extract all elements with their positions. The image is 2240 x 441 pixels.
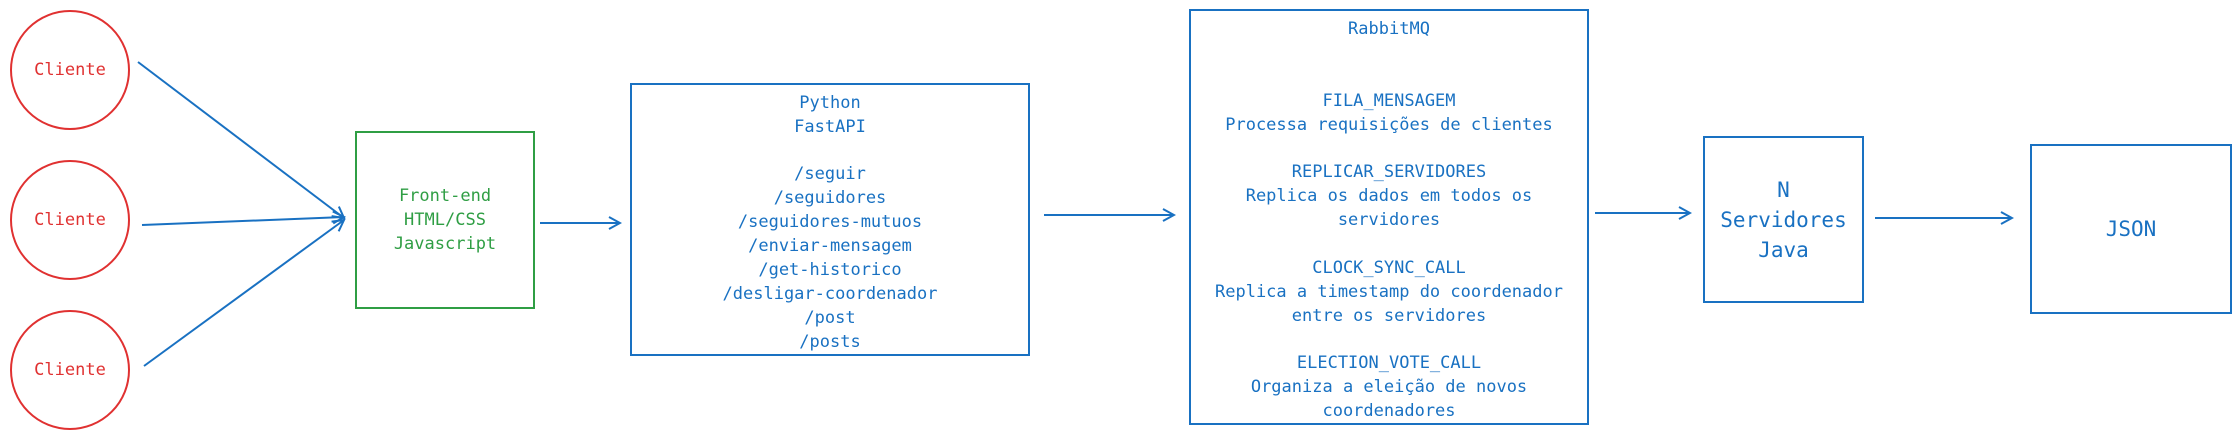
- arrow-client1-to-frontend: [137, 61, 344, 218]
- queue-desc: Replica os dados em todos os: [1245, 186, 1533, 207]
- queue-name: FILA_MENSAGEM: [1322, 90, 1456, 111]
- servers-line: N: [1777, 177, 1790, 202]
- queue-desc: coordenadores: [1322, 401, 1456, 421]
- client-node: Cliente: [10, 310, 130, 430]
- api-route: /seguidores: [773, 188, 887, 208]
- client-node: Cliente: [10, 160, 130, 280]
- client-label: Cliente: [34, 210, 106, 230]
- queue-desc: Organiza a eleição de novos: [1250, 377, 1528, 397]
- rabbitmq-title: RabbitMQ: [1348, 19, 1430, 39]
- frontend-line: HTML/CSS: [404, 210, 486, 230]
- servers-line: Java: [1758, 237, 1809, 262]
- api-route: /desligar-coordenador: [722, 284, 938, 304]
- queue-desc: entre os servidores: [1291, 305, 1487, 326]
- api-title: Python: [799, 93, 861, 113]
- frontend-line: Front-end: [398, 186, 492, 206]
- api-route: /enviar-mensagem: [748, 236, 912, 256]
- api-route: /seguir: [794, 164, 866, 184]
- queue-name: REPLICAR_SERVIDORES: [1291, 162, 1487, 183]
- servers-box: N Servidores Java: [1703, 136, 1864, 303]
- queue-name: ELECTION_VOTE_CALL: [1296, 353, 1482, 373]
- client-label: Cliente: [34, 60, 106, 80]
- json-label: JSON: [2105, 217, 2157, 241]
- api-subtitle: FastAPI: [794, 117, 866, 137]
- arrow-client2-to-frontend: [141, 217, 344, 226]
- queue-desc: Processa requisições de clientes: [1225, 114, 1553, 135]
- queue-name: CLOCK_SYNC_CALL: [1312, 257, 1466, 278]
- api-route: /posts: [799, 332, 861, 352]
- api-route: /seguidores-mutuos: [737, 212, 923, 232]
- frontend-line: Javascript: [393, 234, 497, 254]
- queue-desc: Replica a timestamp do coordenador: [1215, 281, 1563, 302]
- queue-desc: servidores: [1337, 210, 1441, 231]
- servers-line: Servidores: [1720, 207, 1847, 232]
- client-node: Cliente: [10, 10, 130, 130]
- api-route: /get-historico: [758, 260, 902, 280]
- rabbitmq-box: RabbitMQ FILA_MENSAGEM Processa requisiç…: [1189, 9, 1589, 425]
- client-label: Cliente: [34, 360, 106, 380]
- api-box: Python FastAPI /seguir /seguidores /segu…: [630, 83, 1030, 356]
- arrow-client3-to-frontend: [143, 220, 344, 367]
- json-box: JSON: [2030, 144, 2232, 314]
- frontend-box: Front-end HTML/CSS Javascript: [355, 131, 535, 309]
- api-route: /post: [804, 308, 856, 328]
